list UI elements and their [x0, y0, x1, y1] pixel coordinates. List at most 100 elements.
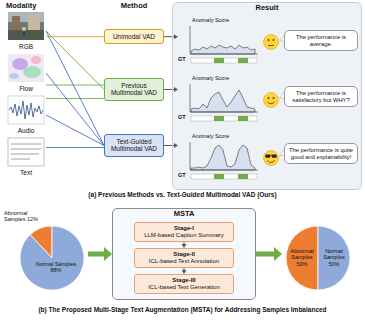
- smile-emoji: [264, 93, 279, 108]
- pie-group: [20, 226, 84, 290]
- connector: [46, 115, 104, 145]
- node-text: GT: [178, 172, 186, 178]
- image-building: [28, 14, 40, 30]
- gt-bar: [191, 58, 257, 63]
- gt-segment: [214, 174, 224, 179]
- text-document-image: [8, 138, 44, 166]
- msta-fill: [112, 208, 256, 300]
- node-text: Previous Multimodal VAD: [107, 82, 161, 97]
- x-axis: [190, 170, 258, 171]
- flow-blob: [23, 66, 41, 78]
- node-text: Text-Guided Multimodal VAD: [107, 138, 161, 153]
- emoji-sunglasses: [272, 155, 277, 158]
- stage-box: Stage-ILLM-based Caption Summary: [134, 222, 234, 242]
- score-plot: [190, 142, 258, 179]
- stage-title: Stage-II: [138, 251, 230, 258]
- connector: [88, 252, 104, 257]
- score-chart: Anomaly ScoreGT: [178, 16, 260, 68]
- result-panel: ResultAnomaly ScoreGTAnomaly ScoreGTAnom…: [172, 2, 362, 190]
- connector: [46, 31, 104, 89]
- rgb-frame-image: [8, 12, 44, 40]
- emoji-eye: [268, 97, 270, 99]
- audio-ground: [8, 96, 44, 124]
- modality-tile: RGB: [6, 12, 46, 50]
- y-axis: [190, 26, 191, 54]
- x-axis: [190, 54, 258, 55]
- gt-segment: [238, 58, 248, 63]
- gt-segment: [238, 116, 248, 121]
- caption-text: (a) Previous Methods vs. Text-Guided Mul…: [0, 191, 365, 198]
- node-text: Anomaly Score: [192, 75, 229, 81]
- node-text: LLM-based Caption Summary: [138, 232, 230, 239]
- pie-slice: [286, 226, 318, 290]
- node-text: The performance is average.: [288, 34, 354, 47]
- gt-bar: [191, 174, 257, 179]
- emoji-mouth: [268, 45, 274, 46]
- connector: [46, 73, 104, 145]
- gt-segment: [214, 116, 224, 121]
- node-text: Normal Samples 50%: [320, 248, 348, 267]
- audio-waveform: [9, 101, 43, 119]
- gt-segment: [238, 174, 248, 179]
- image-ground: [8, 12, 44, 40]
- connector: [46, 147, 104, 148]
- pie-chart: Abnormal Samples 50%Normal Samples 50%: [282, 208, 354, 300]
- node-text: Unimodal VAD: [107, 33, 161, 40]
- emoji-sunglasses: [270, 155, 272, 156]
- score-curve: [191, 45, 255, 54]
- connector: [46, 31, 104, 145]
- stage-box: Stage-IIIICL-based Text Generation: [134, 274, 234, 294]
- score-chart: Anomaly ScoreGT: [178, 132, 260, 184]
- stage-title: Stage-III: [138, 277, 230, 284]
- neutral-emoji: [264, 35, 279, 50]
- column-header: Modality: [6, 2, 66, 11]
- node-text: GT: [178, 56, 186, 62]
- connector: [46, 36, 104, 37]
- flow-blob: [31, 56, 41, 64]
- text-ground: [8, 138, 44, 166]
- node-text: MSTA: [113, 209, 255, 219]
- node-text: Anomaly Score: [192, 17, 229, 23]
- method-box: Text-Guided Multimodal VAD: [104, 134, 164, 157]
- modality-tile: Audio: [6, 96, 46, 134]
- flow-ground: [8, 54, 44, 82]
- stage-title: Stage-I: [138, 225, 230, 232]
- emoji-face: [264, 151, 279, 166]
- connector: [184, 242, 185, 244]
- connector: [46, 98, 104, 99]
- node-text: The performance is satisfactory but WHY?: [288, 90, 354, 103]
- speech-bubble: The performance is satisfactory but WHY?: [284, 86, 358, 107]
- pie-slice: [318, 226, 350, 290]
- emoji-eye: [273, 97, 275, 99]
- node-text: Anomaly Score: [192, 133, 229, 139]
- gt-segment: [214, 58, 224, 63]
- caption-text: (b) The Proposed Multi-Stage Text Augmen…: [0, 306, 365, 313]
- score-curve: [191, 90, 255, 112]
- connector: [256, 252, 274, 257]
- emoji-face: [264, 35, 279, 50]
- score-plot: [190, 84, 258, 121]
- flow-frame-image: [8, 54, 44, 82]
- image-person: [22, 27, 26, 31]
- score-curve: [191, 145, 255, 170]
- emoji-mouth: [267, 161, 274, 163]
- emoji-eye: [273, 39, 275, 41]
- score-plot: [190, 26, 258, 63]
- node-text: Result: [173, 3, 361, 13]
- flow-blob: [9, 73, 19, 79]
- method-box: Unimodal VAD: [104, 29, 164, 44]
- text-line: [11, 149, 41, 150]
- audio-wave-image: [8, 96, 44, 124]
- modality-tile: Flow: [6, 54, 46, 92]
- emoji-eye: [268, 39, 270, 41]
- connector: [46, 85, 104, 86]
- image-building: [12, 16, 20, 30]
- score-chart: Anomaly ScoreGT: [178, 74, 260, 126]
- node-text: Normal Samples 88%: [34, 261, 78, 274]
- gt-bar: [191, 116, 257, 121]
- node-text: Text: [6, 169, 46, 176]
- node-text: Flow: [6, 85, 46, 92]
- stage-box: Stage-IIICL-based Text Annotation: [134, 248, 234, 268]
- image-street: [8, 30, 44, 40]
